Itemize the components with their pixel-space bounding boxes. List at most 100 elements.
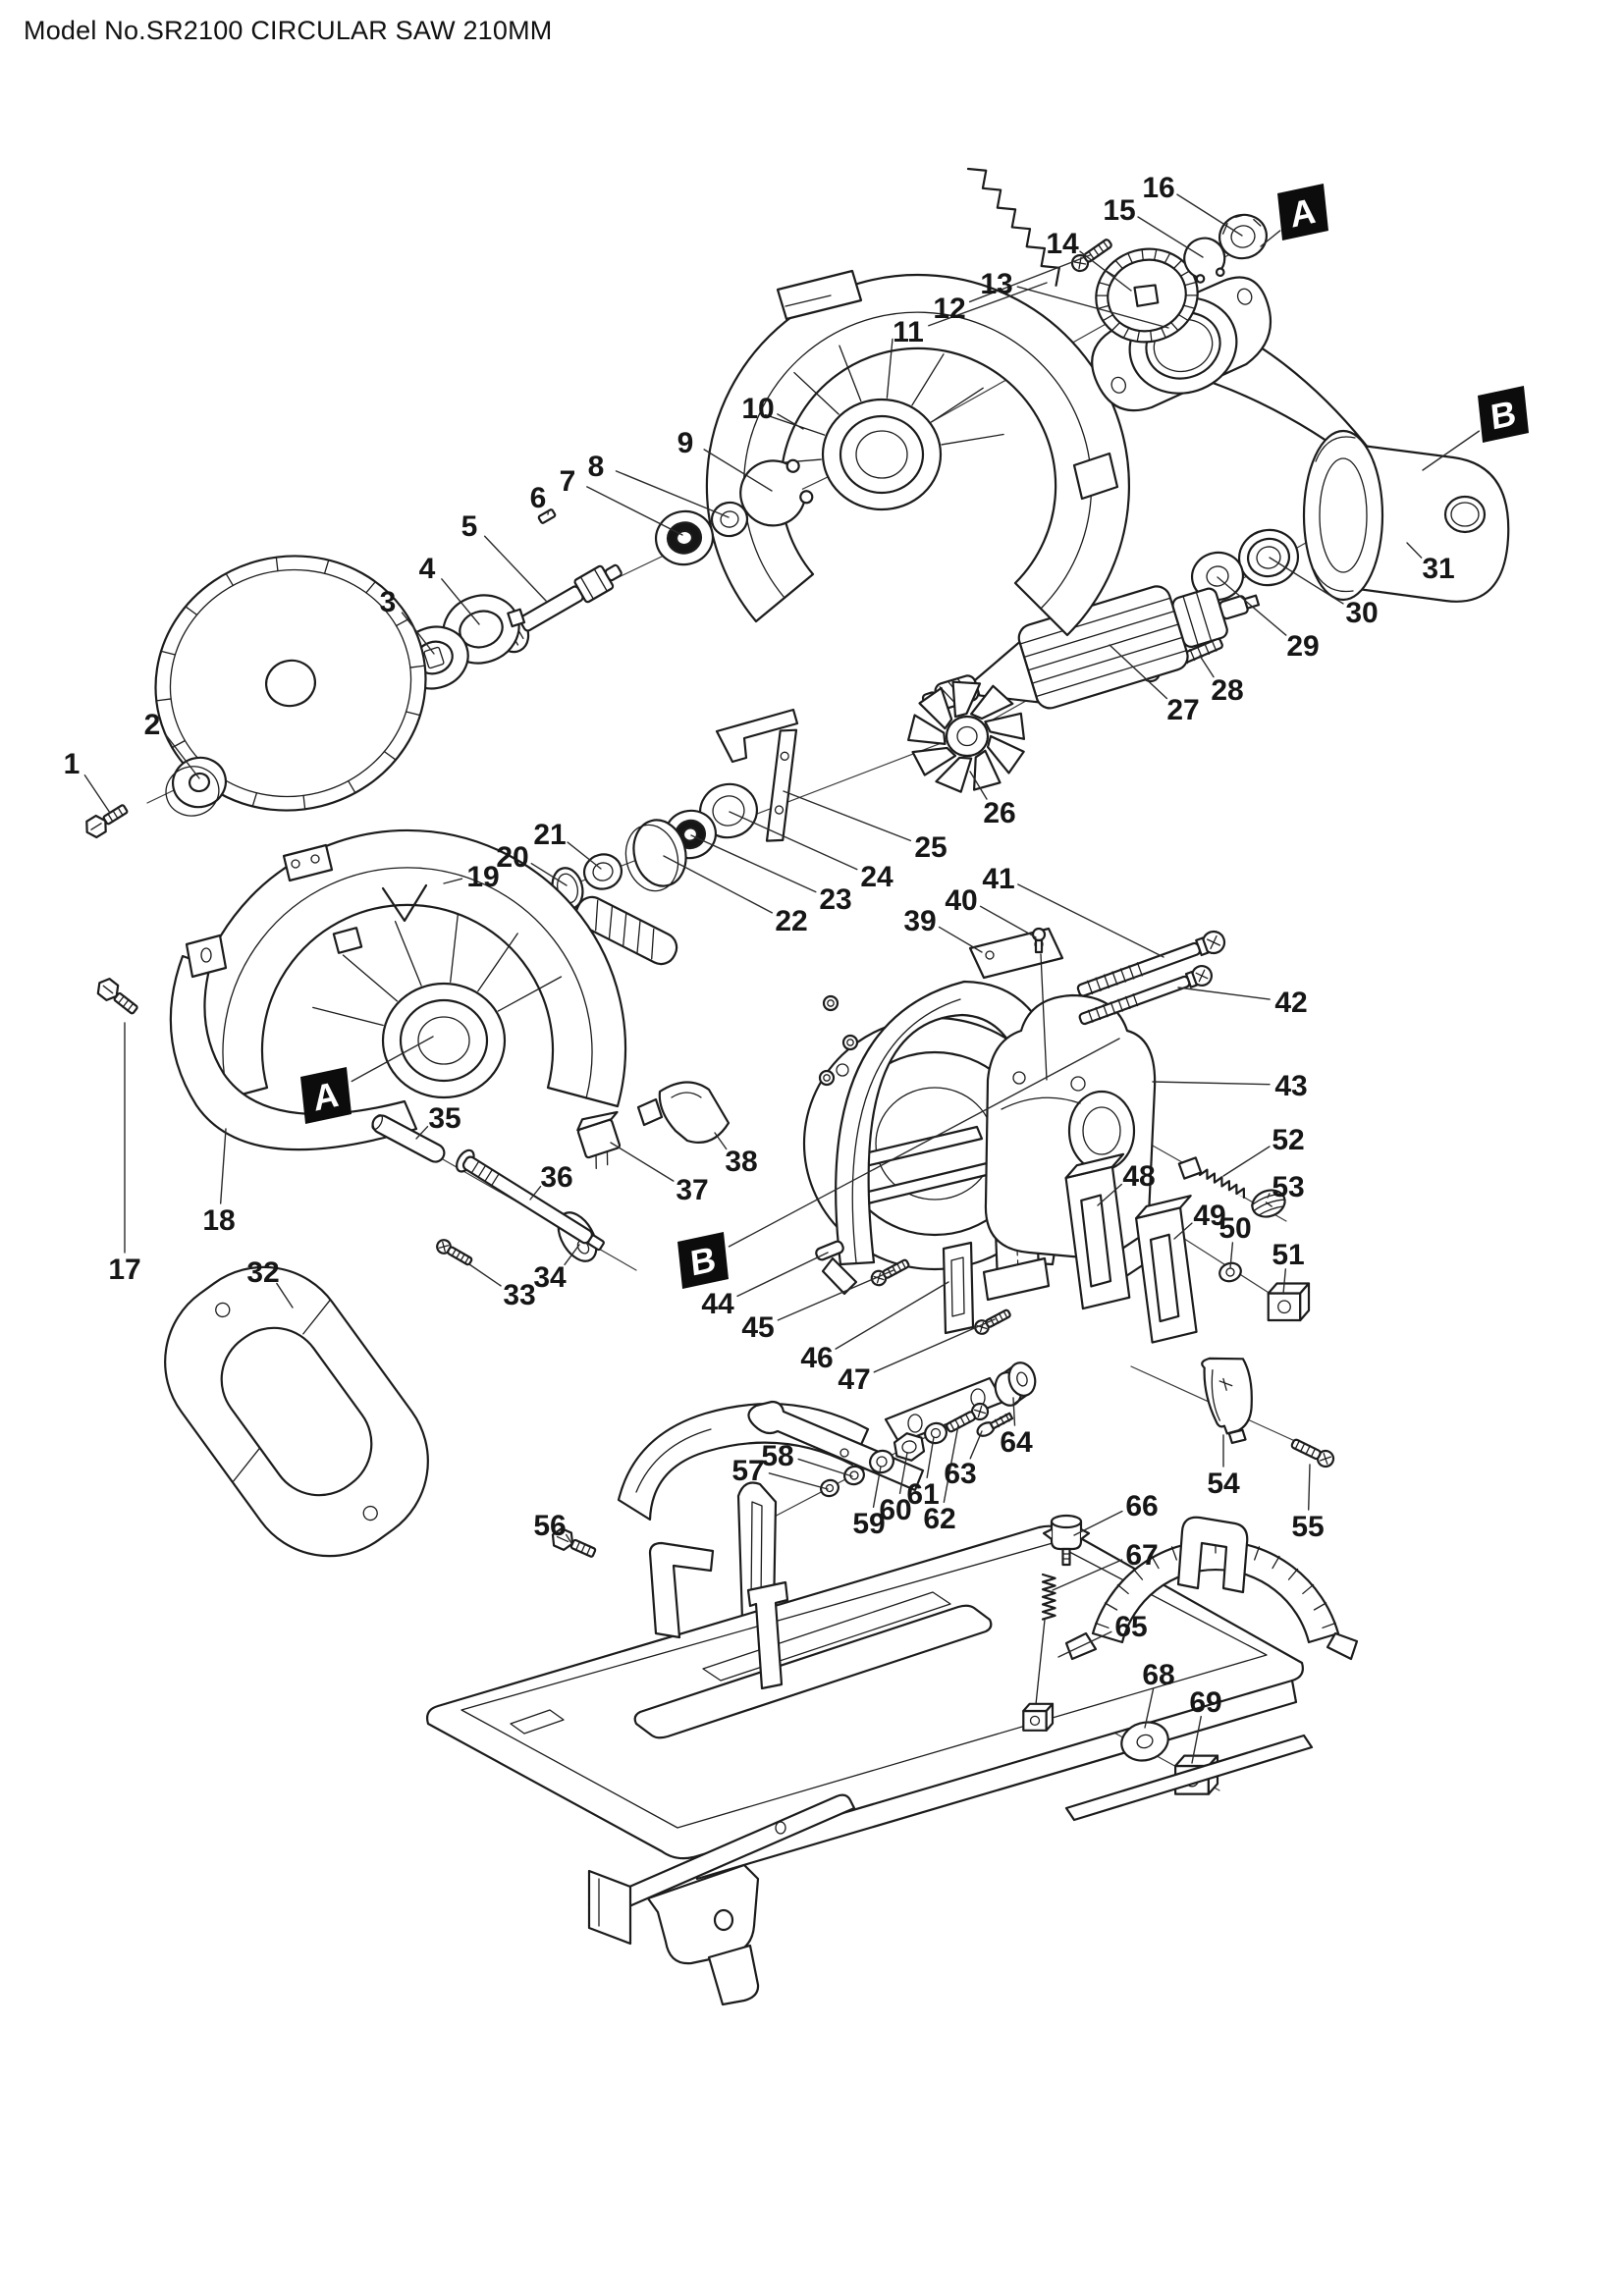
part-label-13: 13 [980, 268, 1012, 300]
guide-plate-49 [1135, 1196, 1201, 1343]
marker-leader-B3 [729, 1039, 1119, 1247]
leader-line-35 [416, 1127, 427, 1139]
part-label-60: 60 [879, 1494, 911, 1526]
part-label-20: 20 [496, 841, 528, 874]
svg-text:B: B [688, 1238, 718, 1283]
part-label-24: 24 [860, 861, 893, 893]
washer-22 [620, 815, 693, 897]
leader-line-68 [1145, 1689, 1154, 1728]
part-label-55: 55 [1291, 1511, 1324, 1543]
brush-cap-53 [1249, 1186, 1289, 1221]
bearing-16 [1215, 210, 1272, 264]
part-label-16: 16 [1142, 172, 1174, 204]
part-label-64: 64 [1000, 1426, 1033, 1459]
name-plate-39 [970, 929, 1062, 978]
leader-line-39 [939, 927, 982, 952]
bearing-8 [709, 500, 750, 540]
washer-68 [1117, 1717, 1173, 1766]
outer-flange-2 [159, 752, 233, 822]
part-label-40: 40 [945, 884, 977, 917]
part-label-56: 56 [533, 1510, 566, 1542]
leader-line-48 [1098, 1185, 1121, 1205]
part-label-58: 58 [761, 1440, 793, 1472]
part-label-62: 62 [923, 1503, 955, 1535]
ring-21 [580, 850, 624, 892]
part-label-51: 51 [1272, 1239, 1304, 1271]
part-label-8: 8 [588, 451, 605, 483]
leader-line-8 [616, 471, 729, 517]
roller-64 [991, 1360, 1041, 1409]
pin-35 [369, 1112, 447, 1164]
section-marker-B: B [1478, 386, 1529, 443]
part-label-68: 68 [1142, 1659, 1174, 1691]
part-label-11: 11 [893, 316, 924, 348]
leader-line-62 [944, 1425, 958, 1502]
carbon-brush-52 [1179, 1157, 1201, 1178]
part-label-41: 41 [982, 863, 1014, 895]
hex-nut-60 [893, 1431, 925, 1463]
leader-line-22 [664, 856, 772, 913]
inner-cover-arch [836, 982, 1063, 1264]
leader-line-43 [1153, 1082, 1270, 1085]
leader-line-29 [1218, 577, 1286, 635]
leader-line-40 [981, 906, 1036, 937]
upper-blade-case-10 [707, 271, 1129, 635]
part-label-6: 6 [530, 482, 547, 514]
leader-line-14 [1080, 251, 1131, 291]
part-label-32: 32 [246, 1256, 279, 1289]
marker-leader-A1 [352, 1037, 433, 1082]
bolt-36 [454, 1148, 609, 1256]
spring-11 [968, 161, 1066, 286]
leader-line-27 [1110, 645, 1166, 699]
leader-line-64 [1013, 1398, 1015, 1425]
leader-line-56 [567, 1534, 571, 1543]
part-label-4: 4 [419, 553, 436, 585]
leader-line-12 [970, 255, 1090, 301]
grip-tube [571, 892, 682, 969]
plate-46 [944, 1243, 973, 1333]
screw-33 [433, 1236, 475, 1269]
washer-59 [867, 1448, 896, 1476]
lever-54 [1202, 1355, 1257, 1445]
rip-fence [589, 1795, 854, 2004]
washer-50 [1218, 1260, 1244, 1284]
leader-line-2 [166, 735, 199, 778]
leader-line-28 [1200, 656, 1214, 677]
part-label-53: 53 [1272, 1171, 1304, 1203]
leader-line-55 [1309, 1465, 1310, 1510]
leader-line-44 [737, 1253, 828, 1296]
leader-line-10 [778, 414, 803, 429]
leader-line-58 [798, 1459, 852, 1476]
section-marker-A: A [1277, 184, 1328, 240]
part-label-26: 26 [983, 797, 1015, 829]
page-title: Model No.SR2100 CIRCULAR SAW 210MM [24, 16, 553, 45]
leader-line-60 [900, 1453, 907, 1493]
leader-line-49 [1174, 1223, 1192, 1239]
leader-line-53 [1268, 1194, 1270, 1198]
part-label-48: 48 [1122, 1160, 1155, 1193]
leader-line-3 [402, 613, 434, 654]
part-label-61: 61 [906, 1478, 939, 1511]
leader-line-38 [715, 1133, 727, 1148]
screw-55 [1288, 1434, 1337, 1470]
part-label-12: 12 [933, 293, 965, 325]
part-label-9: 9 [677, 427, 694, 459]
part-label-65: 65 [1114, 1611, 1147, 1643]
leader-line-61 [927, 1437, 934, 1477]
gear-14 [1086, 238, 1209, 353]
leader-line-50 [1230, 1243, 1232, 1268]
part-label-43: 43 [1274, 1070, 1307, 1102]
leader-lines [84, 194, 1479, 1763]
leader-line-57 [769, 1473, 828, 1489]
leader-line-16 [1177, 194, 1242, 236]
leader-line-32 [277, 1283, 293, 1308]
part-label-59: 59 [852, 1508, 885, 1540]
part-label-36: 36 [540, 1161, 572, 1194]
part-label-15: 15 [1103, 194, 1135, 227]
leader-line-18 [221, 1129, 226, 1203]
part-label-21: 21 [533, 819, 566, 851]
base-plate-65 [427, 1526, 1303, 1879]
fan-26 [908, 682, 1024, 792]
field-stator [1137, 324, 1508, 602]
